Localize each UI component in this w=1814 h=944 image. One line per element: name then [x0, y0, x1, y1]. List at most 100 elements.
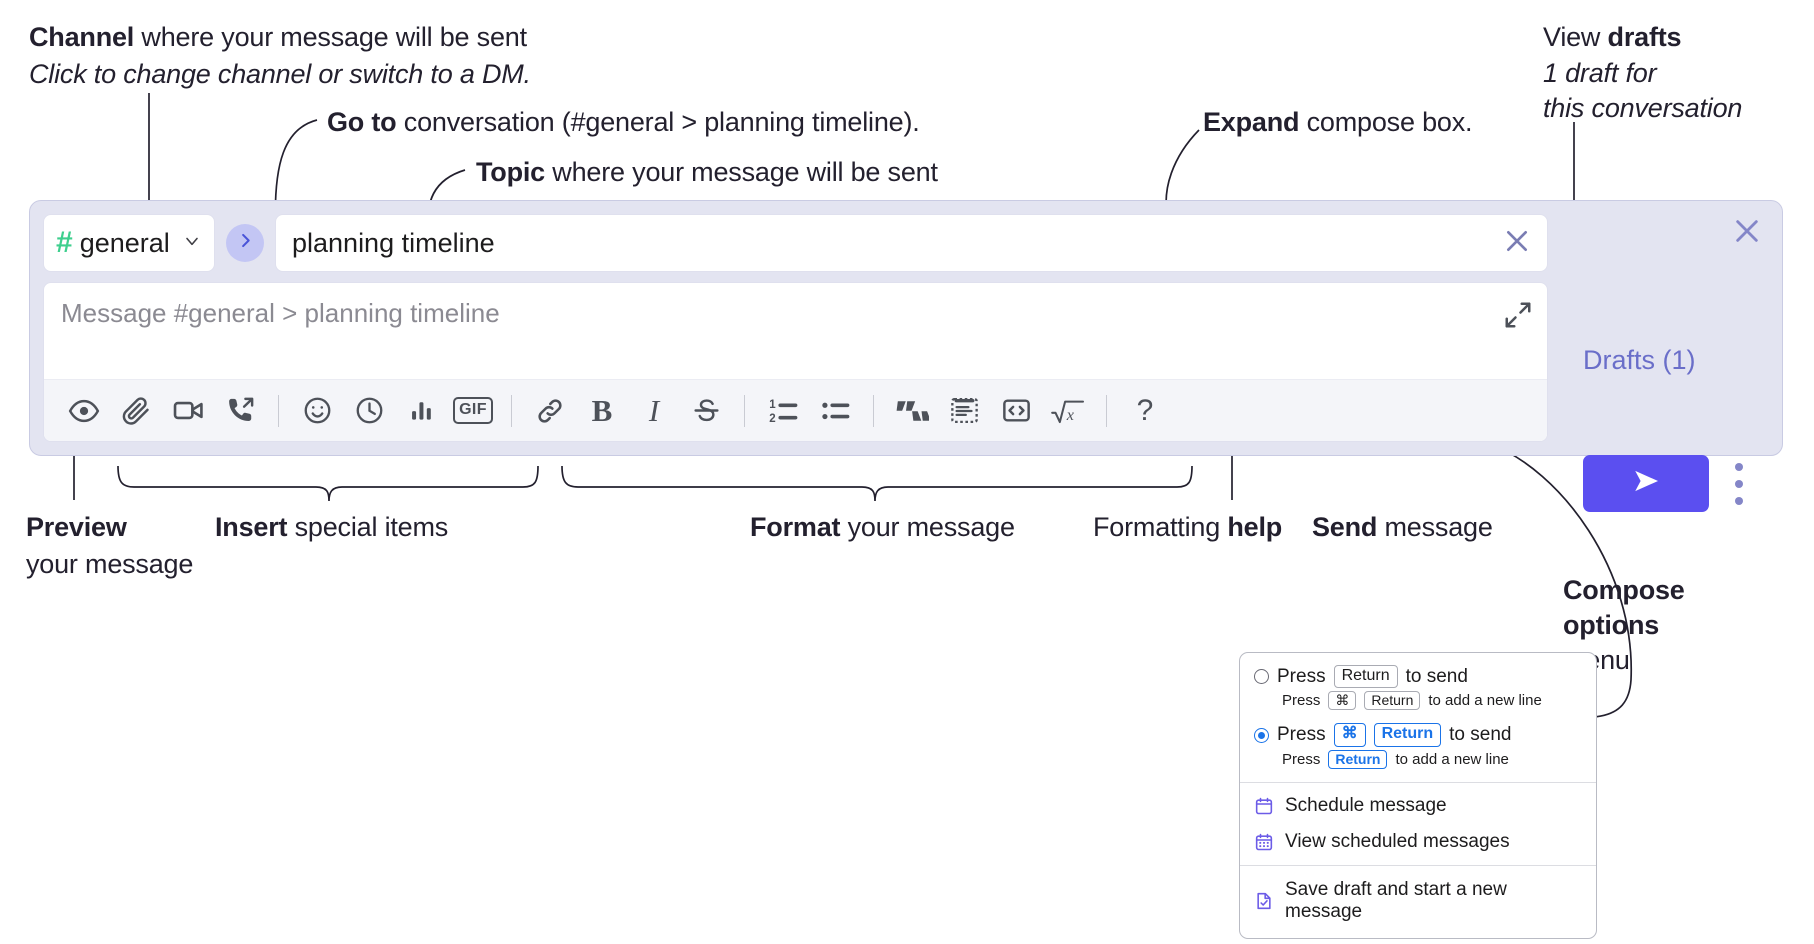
send-button[interactable]: [1583, 455, 1709, 512]
bold-icon[interactable]: B: [591, 392, 613, 428]
video-icon[interactable]: [162, 386, 214, 436]
expand-icon[interactable]: [1503, 300, 1533, 335]
annotation-insert: Insert special items: [215, 512, 448, 544]
annotation-drafts-bold: drafts: [1607, 22, 1682, 52]
svg-text:2: 2: [769, 413, 775, 425]
annotation-goto: Go to conversation (#general > planning …: [327, 107, 920, 139]
close-icon[interactable]: [1731, 215, 1763, 252]
help-icon[interactable]: ?: [1136, 393, 1154, 427]
annotation-help: Formatting help: [1093, 512, 1282, 544]
annotation-format-bold: Format: [750, 512, 841, 542]
send-arrow-icon: [1627, 462, 1665, 505]
link-icon[interactable]: [524, 386, 576, 436]
send-option-pre: Press: [1277, 724, 1326, 746]
annotation-expand-rest: compose box.: [1299, 107, 1473, 137]
math-icon[interactable]: x: [1042, 386, 1094, 436]
clear-topic-icon[interactable]: [1501, 225, 1533, 262]
annotation-compose-bold1: Compose: [1563, 575, 1685, 605]
bullet-list-icon[interactable]: [809, 386, 861, 436]
annotation-preview-rest: your message: [26, 548, 194, 579]
radio-icon[interactable]: [1254, 669, 1269, 685]
annotation-insert-rest: special items: [287, 512, 449, 542]
annotation-topic-bold: Topic: [476, 157, 545, 187]
blockquote-icon[interactable]: [886, 386, 938, 436]
chevron-down-icon: [182, 231, 202, 256]
compose-panel: # general planning timeline: [29, 200, 1783, 456]
annotation-format-rest: your message: [840, 512, 1015, 542]
svg-text:x: x: [1066, 405, 1075, 423]
toolbar-separator: [278, 394, 279, 427]
ordered-list-icon[interactable]: 1 2: [757, 386, 809, 436]
goto-conversation-button[interactable]: [226, 224, 264, 262]
clock-icon[interactable]: [343, 386, 395, 436]
italic-icon[interactable]: I: [648, 392, 660, 428]
annotation-send-bold: Send: [1312, 512, 1378, 542]
message-input-area[interactable]: Message #general > planning timeline: [43, 282, 1548, 442]
menu-divider: [1240, 864, 1596, 866]
send-option-return[interactable]: Press Return to send: [1240, 663, 1596, 690]
radio-icon-selected[interactable]: [1254, 727, 1269, 743]
send-shortcut-options: Press Return to send Press ⌘ Return to a…: [1240, 653, 1596, 782]
gif-label: GIF: [453, 397, 493, 424]
annotation-drafts-prefix: View: [1543, 22, 1608, 52]
compose-options-menu: Press Return to send Press ⌘ Return to a…: [1239, 652, 1597, 939]
gif-icon[interactable]: GIF: [447, 386, 499, 436]
annotation-drafts-italic1: 1 draft for: [1543, 57, 1657, 88]
key-return: Return: [1328, 749, 1388, 769]
draft-group: Save draft and start a new message: [1240, 866, 1596, 938]
send-option-post: to send: [1405, 665, 1468, 687]
topic-input[interactable]: planning timeline: [275, 214, 1548, 272]
emoji-icon[interactable]: [291, 386, 343, 436]
poll-icon[interactable]: [395, 386, 447, 436]
schedule-group: Schedule message View scheduled messages: [1240, 783, 1596, 865]
toolbar-separator: [744, 394, 745, 427]
toolbar-separator: [1106, 394, 1107, 427]
annotation-goto-bold: Go to: [327, 107, 397, 137]
sub-post: to add a new line: [1428, 692, 1542, 710]
code-icon[interactable]: [990, 386, 1042, 436]
menu-item-view-scheduled-messages[interactable]: View scheduled messages: [1240, 824, 1596, 860]
channel-selector[interactable]: # general: [43, 214, 215, 272]
annotation-drafts-italic2: this conversation: [1543, 92, 1743, 123]
key-return: Return: [1333, 665, 1398, 689]
menu-item-label: Schedule message: [1285, 794, 1447, 816]
attachment-icon[interactable]: [110, 386, 162, 436]
annotation-help-bold: help: [1227, 512, 1283, 542]
annotation-preview-bold: Preview: [26, 512, 127, 542]
sub-post: to add a new line: [1395, 750, 1509, 768]
key-cmd: ⌘: [1328, 691, 1357, 711]
toolbar-separator: [873, 394, 874, 427]
annotation-expand: Expand compose box.: [1203, 107, 1473, 139]
compose-header-row: # general planning timeline: [43, 214, 1548, 272]
sub-pre: Press: [1282, 692, 1321, 710]
menu-item-save-draft[interactable]: Save draft and start a new message: [1240, 872, 1596, 930]
annotation-channel-italic: Click to change channel or switch to a D…: [29, 58, 531, 89]
annotation-goto-rest: conversation (#general > planning timeli…: [396, 107, 920, 137]
menu-dot: [1735, 497, 1743, 505]
annotation-channel-rest: where your message will be sent: [134, 22, 527, 52]
send-option-post: to send: [1449, 724, 1512, 746]
annotation-drafts: View drafts 1 draft for this conversatio…: [1543, 22, 1742, 125]
annotation-channel-bold: Channel: [29, 22, 135, 52]
compose-options-button[interactable]: [1727, 463, 1751, 505]
topic-value: planning timeline: [292, 227, 495, 258]
annotation-help-pre: Formatting: [1093, 512, 1228, 542]
menu-divider: [1240, 781, 1596, 783]
menu-item-schedule-message[interactable]: Schedule message: [1240, 788, 1596, 824]
annotation-topic: Topic where your message will be sent: [476, 157, 938, 189]
preview-icon[interactable]: [58, 386, 110, 436]
strikethrough-icon[interactable]: [680, 386, 732, 436]
toolbar-separator: [511, 394, 512, 427]
chevron-right-icon: [236, 231, 255, 255]
calendar-schedule-icon: [1254, 796, 1274, 816]
send-option-cmd-return-sub: Press Return to add a new line: [1240, 749, 1596, 776]
send-option-cmd-return[interactable]: Press ⌘ Return to send: [1240, 721, 1596, 748]
audio-call-icon[interactable]: [214, 386, 266, 436]
annotation-channel: Channel where your message will be sent …: [29, 22, 531, 91]
menu-dot: [1735, 480, 1743, 488]
channel-name-label: general: [79, 227, 170, 258]
drafts-link[interactable]: Drafts (1): [1583, 345, 1696, 375]
svg-text:1: 1: [769, 399, 776, 411]
code-block-icon[interactable]: [938, 386, 990, 436]
